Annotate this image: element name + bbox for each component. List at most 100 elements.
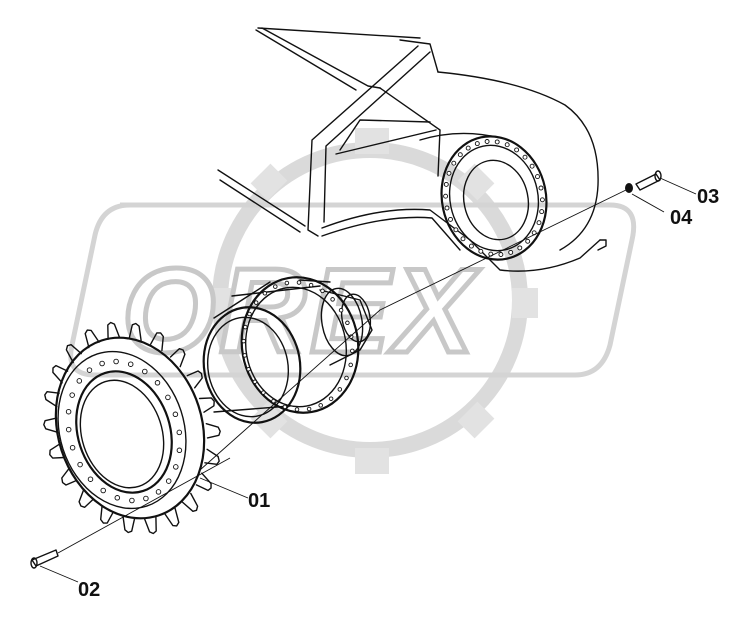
bolt-hole — [154, 380, 161, 386]
bolt-hole — [457, 152, 463, 158]
sprocket — [43, 321, 221, 535]
bolt-hole — [127, 361, 134, 367]
sprocket-tooth — [100, 504, 114, 524]
bolt-hole — [176, 429, 183, 436]
bolt-hole — [176, 447, 183, 454]
bolt-hole — [129, 497, 135, 504]
bolt-hole — [338, 307, 344, 313]
bolt-hole — [142, 368, 148, 375]
bolt-hole — [271, 398, 276, 404]
bolt-hole — [536, 220, 542, 226]
bolt-hole — [448, 216, 453, 222]
bolt-hole — [443, 181, 449, 187]
callout-04: 04 — [670, 207, 693, 229]
bolt-hole — [453, 227, 459, 233]
bolt-hole — [330, 297, 335, 302]
bolt-hole — [328, 396, 334, 401]
bolt-hole — [172, 411, 179, 418]
bolt-hole — [517, 245, 523, 251]
bolt-hole — [306, 406, 312, 412]
bolt-hole — [243, 324, 248, 330]
bolt-hole — [525, 238, 531, 244]
sprocket-tooth — [107, 321, 121, 340]
sprocket-tooth — [52, 364, 69, 384]
bolt-hole — [446, 170, 452, 176]
sprocket-tooth — [204, 448, 220, 465]
sprocket-tooth — [195, 472, 212, 492]
bolt-hole — [443, 193, 449, 199]
bolt-hole — [69, 444, 76, 451]
callout-01: 01 — [248, 490, 270, 512]
sprocket-tooth — [44, 391, 60, 408]
bolt-hole — [253, 300, 259, 305]
bolt-hole — [504, 142, 510, 148]
bolt-hole — [69, 392, 75, 398]
bolt-hole — [308, 282, 314, 288]
bolt-hole — [173, 464, 179, 470]
track-frame — [217, 27, 607, 272]
callout-03: 03 — [697, 186, 719, 208]
bolt-hole — [478, 248, 484, 254]
sprocket-tooth — [164, 507, 180, 527]
bolt-hole — [100, 487, 106, 494]
bolt-hole — [241, 338, 246, 344]
sprocket-tooth — [43, 417, 59, 433]
bolt-hole — [539, 209, 545, 215]
bolt-hole — [484, 139, 490, 144]
travel-motor — [202, 276, 373, 424]
bolt-hole — [539, 197, 545, 203]
bolt-hole — [350, 348, 355, 354]
bolt-hole — [345, 320, 350, 326]
bolt-hole — [498, 252, 504, 257]
bolt-03 — [635, 170, 662, 191]
bolt-hole — [252, 379, 258, 385]
sprocket-tooth — [122, 514, 136, 534]
bolt-hole — [514, 147, 520, 153]
bolt-hole — [155, 489, 162, 495]
sprocket-tooth — [78, 488, 95, 508]
sprocket-tooth — [49, 443, 66, 459]
washer-04 — [199, 183, 633, 471]
bolt-hole — [344, 375, 349, 381]
sprocket-tooth — [128, 322, 142, 342]
bolt-hole — [261, 390, 266, 395]
bolt-hole — [348, 362, 353, 368]
bolt-hole — [76, 378, 83, 384]
bolt-hole — [113, 358, 119, 365]
bolt-hole — [337, 387, 343, 392]
bolt-hole — [165, 394, 171, 401]
callout-02: 02 — [78, 579, 100, 601]
bolt-hole — [535, 174, 540, 180]
bolt-hole — [65, 426, 72, 433]
bolt-hole — [65, 408, 72, 415]
bolt-hole — [529, 163, 535, 169]
bolt-hole — [242, 353, 248, 358]
sprocket-tooth — [150, 332, 164, 352]
bolt-hole — [246, 366, 251, 372]
bolt-hole — [86, 367, 93, 373]
sprocket-tooth — [65, 344, 82, 364]
sprocket-tooth — [84, 329, 100, 349]
watermark: OREX — [68, 128, 637, 474]
bolt-hole — [465, 145, 471, 151]
bolt-hole — [508, 249, 514, 255]
bolt-hole — [320, 288, 325, 294]
bolt-hole — [318, 403, 323, 408]
bolt-02 — [30, 457, 231, 569]
bolt-hole — [294, 407, 300, 412]
watermark-text: OREX — [122, 244, 481, 378]
bolt-hole — [87, 476, 94, 482]
sprocket-tooth — [61, 467, 78, 486]
bolt-hole — [538, 185, 544, 191]
bolt-hole — [494, 139, 500, 145]
bolt-hole — [296, 280, 302, 285]
bolt-hole — [262, 291, 268, 296]
sprocket-tooth — [186, 370, 203, 389]
bolt-hole — [99, 360, 105, 367]
bolt-hole — [143, 495, 149, 502]
bolt-hole — [284, 280, 290, 286]
sprocket-tooth — [143, 516, 157, 535]
bolt-hole — [77, 461, 83, 468]
